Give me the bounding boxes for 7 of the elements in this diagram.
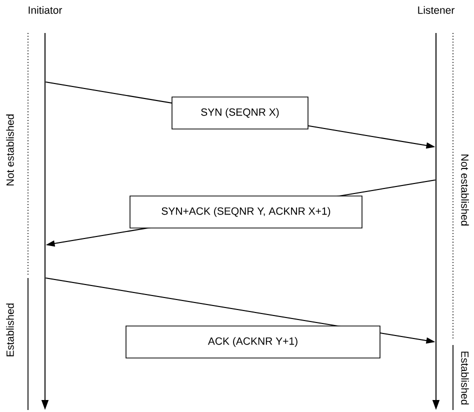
edge-label: ACK (ACKNR Y+1) — [126, 326, 380, 358]
state-label: Established — [6, 304, 14, 356]
edge-label: SYN+ACK (SEQNR Y, ACKNR X+1) — [130, 196, 362, 228]
participant-label: Initiator — [28, 6, 62, 14]
state-label: Not established — [6, 114, 14, 186]
participant-label: Listener — [418, 6, 454, 14]
edge-label: SYN (SEQNR X) — [172, 96, 308, 130]
